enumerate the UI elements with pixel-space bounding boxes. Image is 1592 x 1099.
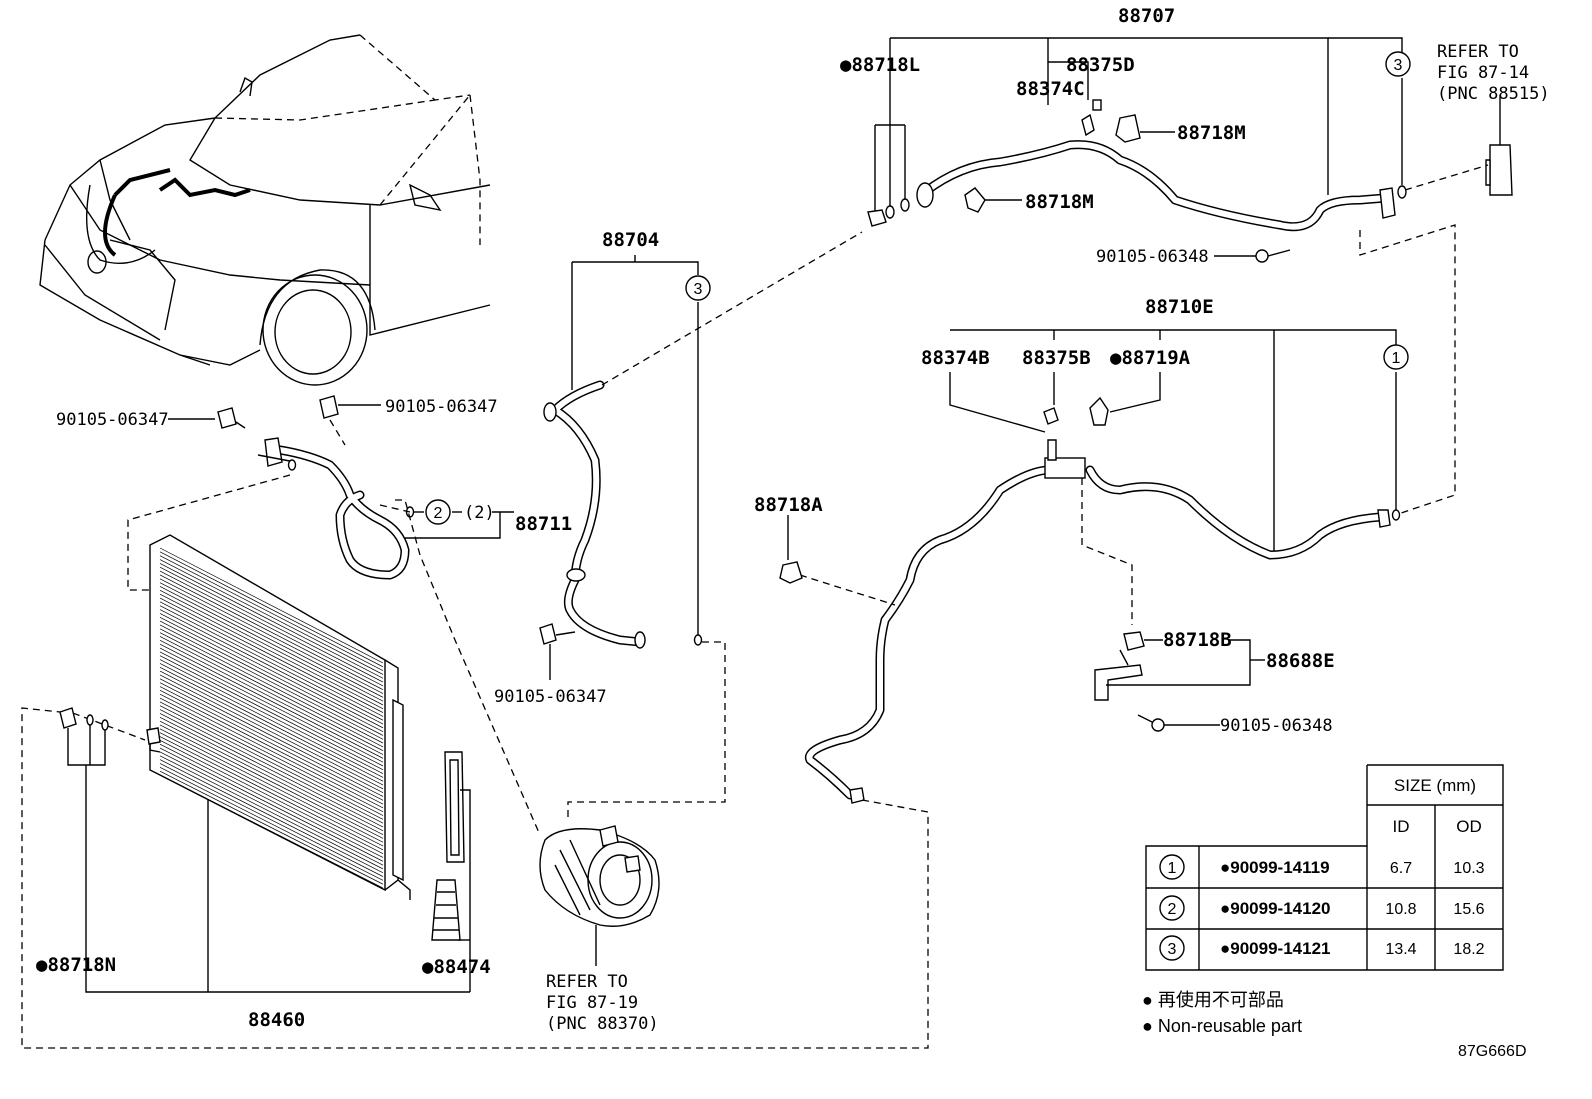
size-table: SIZE (mm) ID OD 1 ●90099-14119 6.7 10.3 … [1145, 764, 1504, 971]
callout-88704: 3 [694, 281, 703, 298]
legend: ● 再使用不可部品 ● Non-reusable part [1142, 990, 1302, 1036]
size-table-col-od: OD [1456, 817, 1482, 836]
label-88711-ring: (2) [464, 503, 495, 523]
size-table-row1-ref: 1 [1168, 860, 1177, 877]
callout-88711: 2 [434, 505, 443, 522]
size-table-row2-od: 15.6 [1453, 901, 1484, 918]
callout-88710E: 1 [1392, 350, 1401, 367]
size-table-row2-id: 10.8 [1385, 901, 1416, 918]
label-88718B: 88718B [1163, 629, 1232, 651]
label-88704: 88704 [602, 229, 659, 251]
label-88374B: 88374B [921, 347, 990, 369]
ref-top-line1: REFER TO [1437, 42, 1519, 62]
ref-bottom-line3: (PNC 88370) [546, 1014, 659, 1034]
label-88710E: 88710E [1145, 296, 1214, 318]
label-88688E: 88688E [1266, 650, 1335, 672]
size-table-row3-part: ●90099-14121 [1220, 939, 1330, 958]
size-table-row1-part: ●90099-14119 [1220, 858, 1330, 877]
size-table-row3-ref: 3 [1168, 941, 1177, 958]
legend-english: ● Non-reusable part [1142, 1016, 1302, 1036]
compressor [539, 825, 660, 966]
label-88375D: 88375D [1066, 54, 1135, 76]
diagram-code: 87G666D [1458, 1043, 1527, 1060]
label-88718N: ●88718N [36, 954, 116, 976]
ref-bottom-line1: REFER TO [546, 972, 628, 992]
discharge-pipe-assembly-88707 [867, 37, 1513, 516]
label-88711: 88711 [515, 513, 572, 535]
label-90105-06348-upper: 90105-06348 [1096, 247, 1209, 267]
label-88460: 88460 [248, 1009, 305, 1031]
label-90105-06347-left: 90105-06347 [56, 410, 169, 430]
suction-pipe-assembly-88710E [21, 329, 1401, 1049]
label-90105-06347-bottom: 90105-06347 [494, 687, 607, 707]
size-table-row2-ref: 2 [1168, 901, 1177, 918]
label-88474: ●88474 [422, 956, 491, 978]
condenser-88460 [59, 534, 471, 993]
ref-top-line3: (PNC 88515) [1437, 84, 1550, 104]
condenser-fins [159, 547, 384, 889]
label-88718L: ●88718L [840, 54, 920, 76]
size-table-header: SIZE (mm) [1394, 776, 1476, 795]
size-table-row2-part: ●90099-14120 [1220, 899, 1330, 918]
part-labels: 88707 ●88718L 88375D 88374C 88718M 88718… [36, 5, 1550, 1060]
ref-top-line2: FIG 87-14 [1437, 63, 1529, 83]
label-88718M-lower: 88718M [1025, 191, 1094, 213]
callouts: 3 3 2 1 [425, 51, 1411, 525]
size-table-row3-od: 18.2 [1453, 941, 1484, 958]
legend-japanese: ● 再使用不可部品 [1142, 990, 1284, 1010]
label-88375B: 88375B [1022, 347, 1091, 369]
car-illustration [39, 34, 491, 386]
size-table-row3-id: 13.4 [1385, 941, 1416, 958]
discharge-hose-88711 [127, 395, 541, 836]
ref-bottom-line2: FIG 87-19 [546, 993, 638, 1013]
callout-88707: 3 [1394, 57, 1403, 74]
size-table-col-id: ID [1393, 817, 1410, 836]
label-88707: 88707 [1118, 5, 1175, 27]
label-90105-06347-top: 90105-06347 [385, 397, 498, 417]
label-88718M-upper: 88718M [1177, 122, 1246, 144]
discharge-hose-88704 [539, 231, 863, 820]
size-table-row1-od: 10.3 [1453, 860, 1484, 877]
label-88718A: 88718A [754, 494, 823, 516]
label-88374C: 88374C [1016, 78, 1085, 100]
size-table-row1-id: 6.7 [1390, 860, 1412, 877]
label-90105-06348-lower: 90105-06348 [1220, 716, 1333, 736]
label-88719A: ●88719A [1110, 347, 1191, 369]
